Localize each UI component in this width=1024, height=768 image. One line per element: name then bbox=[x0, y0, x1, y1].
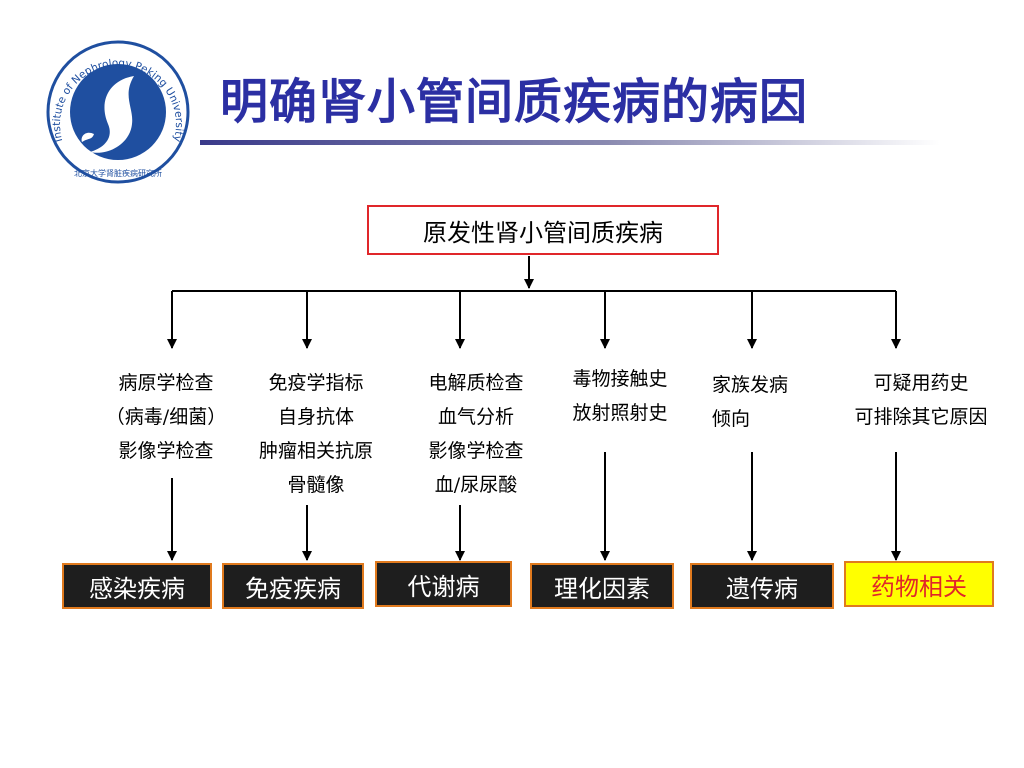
category-label: 理化因素 bbox=[554, 574, 650, 603]
branch-detail-line: 影像学检查 bbox=[428, 440, 524, 462]
category-label: 遗传病 bbox=[726, 574, 798, 603]
branch-detail-line: 免疫学指标 bbox=[268, 372, 364, 394]
branch-detail-line: 肿瘤相关抗原 bbox=[258, 440, 373, 462]
category-label: 药物相关 bbox=[871, 572, 967, 601]
branch-2-details: 免疫学指标 自身抗体 肿瘤相关抗原 骨髓像 bbox=[236, 366, 396, 502]
logo-outer-ring bbox=[46, 40, 190, 184]
branch-1-details: 病原学检查 （病毒/细菌） 影像学检查 bbox=[96, 366, 236, 468]
page-title: 明确肾小管间质疾病的病因 bbox=[220, 74, 809, 130]
category-infection: 感染疾病 bbox=[62, 563, 212, 609]
branch-detail-line: 电解质检查 bbox=[428, 372, 524, 394]
branch-detail-line: 骨髓像 bbox=[287, 474, 345, 496]
branch-detail-line: 血/尿尿酸 bbox=[434, 474, 518, 496]
dove-wing-icon bbox=[81, 132, 94, 142]
institute-logo: Institute of Nephrology Peking Universit… bbox=[46, 40, 190, 184]
branch-detail-line: 可疑用药史 bbox=[873, 372, 969, 394]
branch-6-details: 可疑用药史 可排除其它原因 bbox=[836, 366, 1006, 434]
root-label: 原发性肾小管间质疾病 bbox=[423, 218, 663, 247]
branch-detail-line: 可排除其它原因 bbox=[854, 406, 988, 428]
branch-detail-line: 自身抗体 bbox=[277, 406, 354, 428]
logo-bottom-text: 北京大学肾脏疾病研究所 bbox=[74, 168, 162, 178]
branch-detail-line: 血气分析 bbox=[437, 406, 514, 428]
branch-4-details: 毒物接触史 放射照射史 bbox=[550, 362, 690, 430]
category-metabolic: 代谢病 bbox=[375, 561, 512, 607]
category-drug-related: 药物相关 bbox=[844, 561, 994, 607]
branch-detail-line: 病原学检查 bbox=[118, 372, 214, 394]
branch-detail-line: 倾向 bbox=[712, 408, 751, 430]
branch-detail-line: 放射照射史 bbox=[572, 402, 668, 424]
kidney-dove-icon bbox=[90, 76, 134, 153]
category-label: 代谢病 bbox=[407, 572, 480, 601]
branch-detail-line: 影像学检查 bbox=[118, 440, 214, 462]
branch-detail-line: 家族发病 bbox=[712, 374, 789, 396]
branch-detail-line: 毒物接触史 bbox=[572, 368, 668, 390]
category-immune: 免疫疾病 bbox=[222, 563, 364, 609]
category-physicochemical: 理化因素 bbox=[530, 563, 674, 609]
category-label: 感染疾病 bbox=[89, 574, 185, 603]
branch-detail-line: （病毒/细菌） bbox=[105, 406, 227, 428]
root-node: 原发性肾小管间质疾病 bbox=[367, 205, 719, 255]
title-underline bbox=[200, 140, 940, 145]
branch-3-details: 电解质检查 血气分析 影像学检查 血/尿尿酸 bbox=[406, 366, 546, 502]
category-genetic: 遗传病 bbox=[690, 563, 834, 609]
branch-5-details: 家族发病 倾向 bbox=[712, 368, 822, 436]
category-label: 免疫疾病 bbox=[245, 574, 341, 603]
